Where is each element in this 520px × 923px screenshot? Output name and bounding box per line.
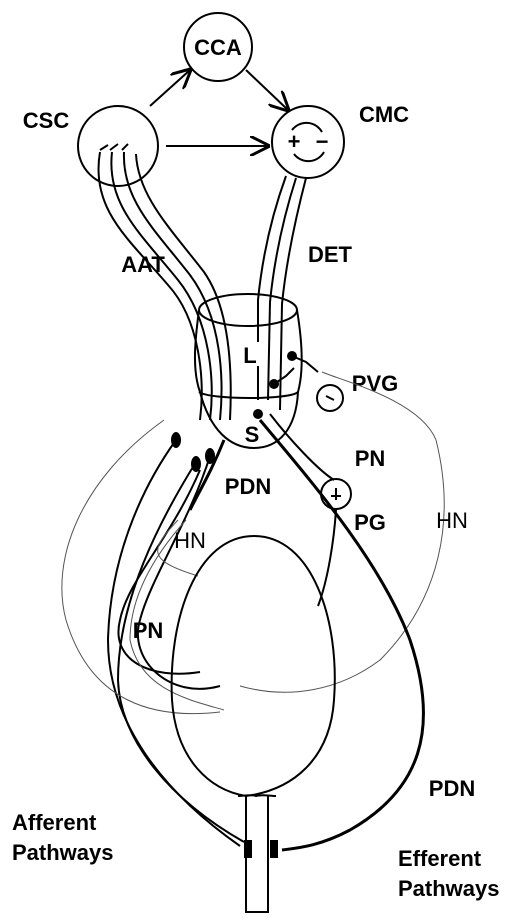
cmc-plus-sign: +: [288, 129, 301, 154]
hn-left-label: HN: [174, 528, 206, 553]
aat-tract: AAT: [98, 152, 230, 420]
arrow-csc-cca: [150, 70, 190, 106]
cmc-minus-sign: −: [316, 129, 329, 154]
sacral-label: S: [245, 422, 260, 447]
cmc-label: CMC: [359, 102, 409, 127]
sphincter-left: [244, 840, 252, 858]
csc-node: CSC: [23, 106, 158, 186]
aat-label: AAT: [121, 252, 165, 277]
hn-right-nerve: [240, 372, 444, 692]
pn-right-label: PN: [355, 446, 386, 471]
bladder: [172, 536, 335, 912]
det-tract: DET: [258, 176, 353, 410]
cca-label: CCA: [194, 35, 242, 60]
arrow-cca-cmc: [246, 70, 288, 110]
cca-node: CCA: [184, 13, 252, 81]
pn-left-label: PN: [133, 618, 164, 643]
pdn-top-label: PDN: [225, 474, 271, 499]
pg-ganglion: PG PN: [321, 446, 386, 535]
pdn-efferent-nerve: [260, 420, 424, 850]
lumbar-label: L: [243, 343, 256, 368]
afferent-label-line2: Pathways: [12, 840, 114, 865]
pg-label: PG: [354, 510, 386, 535]
neuron-s: [253, 409, 263, 419]
afferent-label-line1: Afferent: [12, 810, 97, 835]
hn-right-label: HN: [436, 508, 468, 533]
sphincter-right: [270, 840, 278, 858]
csc-label: CSC: [23, 108, 70, 133]
det-label: DET: [308, 242, 353, 267]
pdn-bottom-label: PDN: [429, 776, 475, 801]
efferent-label-line2: Pathways: [398, 876, 500, 901]
efferent-label-line1: Efferent: [398, 846, 482, 871]
cmc-node: + − CMC: [272, 102, 409, 178]
pvg-ganglion: PVG: [317, 371, 398, 411]
